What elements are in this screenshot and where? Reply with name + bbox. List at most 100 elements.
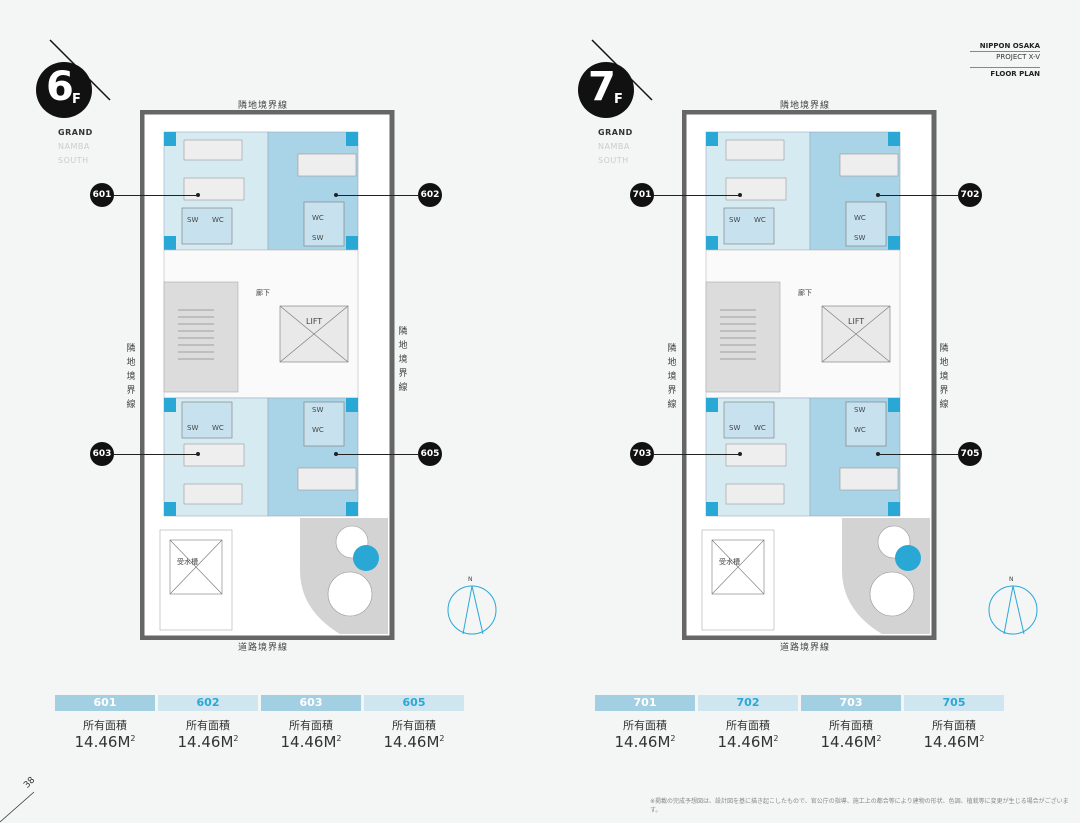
page-number: 38: [22, 775, 38, 791]
unit-603-marker[interactable]: 603: [90, 442, 114, 466]
char: 線: [126, 400, 136, 410]
char: 界: [939, 386, 949, 396]
unit-702-marker[interactable]: 702: [958, 183, 982, 207]
char: 線: [939, 400, 949, 410]
floor7-sw-703: SW: [729, 424, 741, 432]
floor6-plan: [140, 110, 395, 640]
menu-namba[interactable]: NAMBA: [598, 142, 630, 151]
header-section: FLOOR PLAN: [990, 70, 1040, 78]
leader-602: [336, 195, 418, 196]
floor7-neighbor-boundary-top: 隣地境界線: [780, 101, 831, 111]
dot-601: [196, 193, 200, 197]
header-title-line1: NIPPON OSAKA: [979, 42, 1040, 50]
value-sup: 2: [336, 734, 342, 743]
floor7-neighbor-boundary-right: 隣 地 境 界 線: [938, 342, 950, 412]
unit-701-marker[interactable]: 701: [630, 183, 654, 207]
floor6-badge: 6 F: [36, 62, 92, 118]
value-text: 14.46M: [717, 733, 774, 751]
leader-601: [114, 195, 198, 196]
floor6-neighbor-boundary-top: 隣地境界線: [238, 101, 289, 111]
area-702-value: 14.46M2: [698, 733, 798, 751]
char: 隣: [939, 344, 949, 354]
leader-703: [654, 454, 740, 455]
floor6-side-menu: GRAND NAMBA SOUTH: [58, 126, 93, 168]
area-602: 602 所有面積 14.46M2: [158, 695, 258, 751]
floor7-road-boundary: 道路境界線: [780, 643, 831, 653]
floor7-wc-705: WC: [854, 426, 866, 434]
menu-grand[interactable]: GRAND: [598, 128, 633, 137]
char: 境: [126, 372, 136, 382]
area-603: 603 所有面積 14.46M2: [261, 695, 361, 751]
char: 境: [667, 372, 677, 382]
floor7-north-label: N: [1009, 576, 1014, 583]
value-sup: 2: [773, 734, 779, 743]
floor7-water-tank-label: 受水槽: [719, 558, 740, 566]
dot-702: [876, 193, 880, 197]
value-text: 14.46M: [383, 733, 440, 751]
menu-namba[interactable]: NAMBA: [58, 142, 90, 151]
area-701-value: 14.46M2: [595, 733, 695, 751]
floor7-wc-703: WC: [754, 424, 766, 432]
floor6-sw-605: SW: [312, 406, 324, 414]
value-sup: 2: [979, 734, 985, 743]
floor6-wc-top: WC: [212, 216, 224, 224]
value-text: 14.46M: [820, 733, 877, 751]
area-702-header: 702: [698, 695, 798, 711]
area-705-header: 705: [904, 695, 1004, 711]
floor6-road-boundary: 道路境界線: [238, 643, 289, 653]
menu-south[interactable]: SOUTH: [58, 156, 89, 165]
char: 地: [667, 358, 677, 368]
area-703-header: 703: [801, 695, 901, 711]
floor6-water-tank-label: 受水槽: [177, 558, 198, 566]
floor7-corridor-label: 廊下: [798, 289, 812, 297]
area-705-value: 14.46M2: [904, 733, 1004, 751]
dot-605: [334, 452, 338, 456]
floor6-north-label: N: [468, 576, 473, 583]
leader-702: [878, 195, 958, 196]
char: 地: [126, 358, 136, 368]
area-601-value: 14.46M2: [55, 733, 155, 751]
area-605-label: 所有面積: [392, 719, 436, 732]
unit-703-marker[interactable]: 703: [630, 442, 654, 466]
floor7-badge: 7 F: [578, 62, 634, 118]
floor7-number: 7: [588, 64, 616, 110]
area-603-label: 所有面積: [289, 719, 333, 732]
floor6-wc-605: WC: [312, 426, 324, 434]
dot-701: [738, 193, 742, 197]
header-block: NIPPON OSAKA PROJECT X-V FLOOR PLAN: [970, 42, 1040, 78]
menu-grand[interactable]: GRAND: [58, 128, 93, 137]
floor6-north-compass-icon: [447, 585, 497, 635]
char: 地: [398, 341, 408, 351]
footnote: ※掲載の完成予想図は、設計図を基に描き起こしたもので、官公庁の指導、施工上の都合…: [650, 798, 1069, 814]
unit-602-marker[interactable]: 602: [418, 183, 442, 207]
char: 地: [939, 358, 949, 368]
floor6-wc-602: WC: [312, 214, 324, 222]
leader-603: [114, 454, 198, 455]
floor6-sw-603: SW: [187, 424, 199, 432]
unit-601-marker[interactable]: 601: [90, 183, 114, 207]
area-603-header: 603: [261, 695, 361, 711]
floor6-sw-top: SW: [187, 216, 199, 224]
menu-south[interactable]: SOUTH: [598, 156, 629, 165]
char: 界: [126, 386, 136, 396]
floor6-number: 6: [46, 64, 74, 110]
value-text: 14.46M: [923, 733, 980, 751]
char: 境: [939, 372, 949, 382]
char: 線: [667, 400, 677, 410]
floor6-wc-603: WC: [212, 424, 224, 432]
leader-605: [336, 454, 418, 455]
floor6-sw-602: SW: [312, 234, 324, 242]
header-title-line2: PROJECT X-V: [996, 53, 1040, 61]
value-text: 14.46M: [614, 733, 671, 751]
floor7-side-menu: GRAND NAMBA SOUTH: [598, 126, 633, 168]
unit-605-marker[interactable]: 605: [418, 442, 442, 466]
area-702: 702 所有面積 14.46M2: [698, 695, 798, 751]
floor6-lift-label: LIFT: [306, 317, 323, 326]
area-702-label: 所有面積: [726, 719, 770, 732]
unit-705-marker[interactable]: 705: [958, 442, 982, 466]
value-sup: 2: [670, 734, 676, 743]
dot-703: [738, 452, 742, 456]
char: 隣: [398, 327, 408, 337]
area-605-value: 14.46M2: [364, 733, 464, 751]
value-text: 14.46M: [177, 733, 234, 751]
